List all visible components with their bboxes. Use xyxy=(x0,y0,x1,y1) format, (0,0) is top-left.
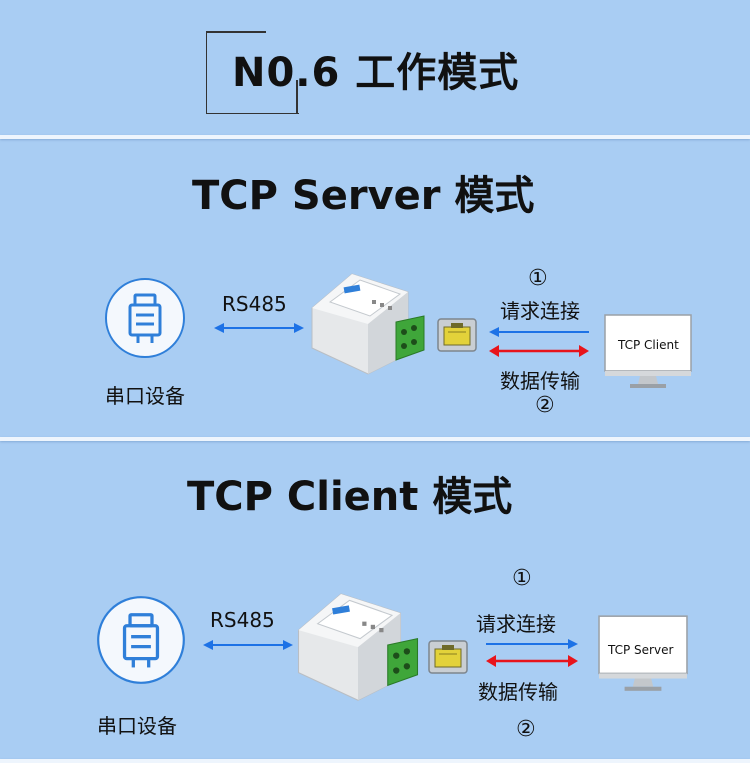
step1-marker: ① xyxy=(528,266,548,291)
data-transfer-label: 数据传输 xyxy=(500,369,580,393)
tcp-client-monitor: TCP Client xyxy=(604,314,692,390)
rs485-label: RS485 xyxy=(222,292,287,316)
ethernet-port-icon xyxy=(437,318,477,352)
tcp-server-monitor: TCP Server xyxy=(598,614,688,694)
step1-marker: ① xyxy=(512,566,532,591)
rs485-double-arrow xyxy=(203,640,293,650)
serial-server-device-icon xyxy=(311,273,425,375)
data-transfer-label: 数据传输 xyxy=(478,680,558,704)
monitor-screen-label: TCP Server xyxy=(608,643,674,657)
divider-top xyxy=(0,135,750,139)
serial-device-icon xyxy=(105,278,185,358)
header-title: 工作模式 xyxy=(355,50,520,96)
monitor-icon xyxy=(604,314,692,388)
section-title-client: TCP Client 模式 xyxy=(187,474,513,520)
serial-device-icon xyxy=(97,596,185,684)
ethernet-port-icon xyxy=(428,640,468,674)
monitor-screen-label: TCP Client xyxy=(618,338,679,352)
request-arrow xyxy=(489,327,589,337)
serial-device-label: 串口设备 xyxy=(97,714,177,738)
section-number: N0.6 xyxy=(232,50,341,96)
divider-middle xyxy=(0,437,750,441)
header-frame-right xyxy=(296,80,298,113)
step2-marker: ② xyxy=(516,717,536,742)
rs485-label: RS485 xyxy=(210,608,275,632)
serial-device-label: 串口设备 xyxy=(105,384,185,408)
step2-marker: ② xyxy=(535,393,555,418)
monitor-icon xyxy=(598,615,688,691)
header-frame xyxy=(206,31,299,114)
serial-server-device-icon xyxy=(297,593,419,701)
request-connect-label: 请求连接 xyxy=(500,299,580,323)
request-arrow xyxy=(486,639,578,649)
data-transfer-arrow xyxy=(486,655,578,667)
page-title: N0.6 工作模式 xyxy=(232,40,519,98)
section-title-server: TCP Server 模式 xyxy=(192,173,535,219)
data-transfer-arrow xyxy=(489,345,589,357)
request-connect-label: 请求连接 xyxy=(476,612,556,636)
divider-bottom xyxy=(0,759,750,763)
header-frame-top xyxy=(206,31,266,33)
rs485-double-arrow xyxy=(214,323,304,333)
